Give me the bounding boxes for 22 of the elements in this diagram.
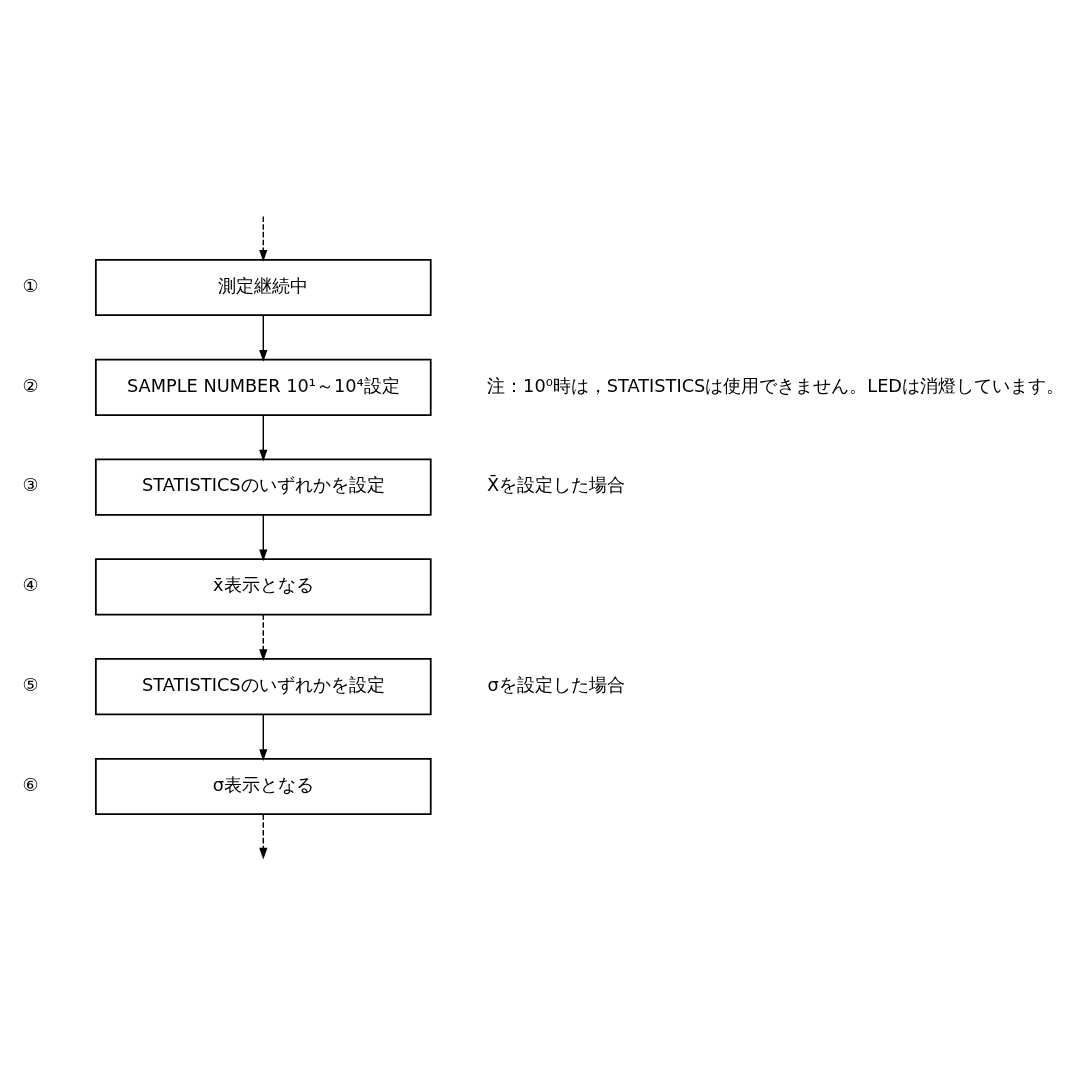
- node-box: σ表示となる: [94, 757, 432, 816]
- arrow: [259, 813, 268, 860]
- node-box: STATISTICSのいずれかを設定: [94, 458, 432, 516]
- arrow: [259, 514, 268, 562]
- node-box: SAMPLE NUMBER 10¹～10⁴設定: [94, 358, 432, 416]
- arrow: [259, 713, 268, 761]
- node-box: 測定継続中: [94, 258, 432, 317]
- node-label: ⑥: [22, 774, 39, 795]
- label: X̄を設定した場合: [486, 475, 626, 496]
- arrow: [259, 314, 268, 362]
- node-box: x̄表示となる: [94, 558, 432, 616]
- node-label: ③: [22, 475, 39, 496]
- arrow: [259, 215, 268, 262]
- node-label: ①: [22, 275, 39, 296]
- label: σを設定した場合: [487, 674, 625, 695]
- node-label: ②: [22, 375, 39, 396]
- arrow: [259, 414, 268, 462]
- node-box: STATISTICSのいずれかを設定: [94, 658, 432, 716]
- node-label: ⑤: [22, 674, 39, 695]
- node-label: ④: [22, 575, 39, 596]
- arrow: [259, 613, 268, 662]
- label: 注：10⁰時は，STATISTICSは使用できません。LEDは消燈しています。: [487, 375, 1065, 396]
